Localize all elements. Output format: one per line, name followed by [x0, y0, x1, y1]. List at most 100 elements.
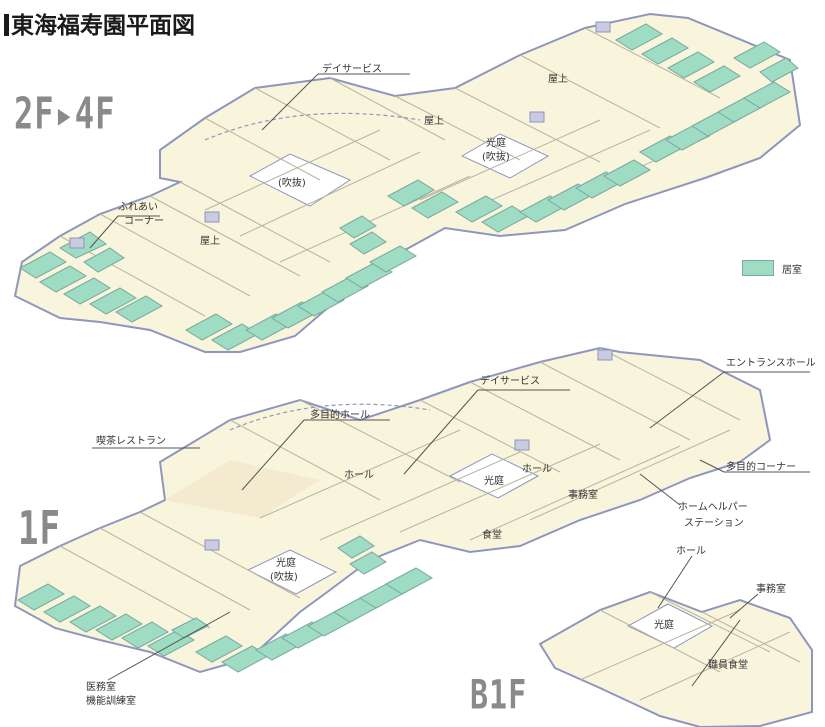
- label-upper-lightwell: 光庭: [486, 138, 506, 149]
- room: [83, 247, 125, 273]
- basement-plan: [538, 555, 813, 727]
- label-first-multi-corner: 多目的コーナー: [726, 462, 796, 473]
- leader-line: [403, 389, 479, 475]
- label-upper-day-service: デイサービス: [322, 64, 382, 75]
- room: [63, 277, 111, 305]
- floor-label-basement: B1F: [470, 672, 528, 720]
- room: [43, 595, 91, 623]
- label-basement-hall: ホール: [676, 546, 706, 557]
- leader-line: [261, 73, 319, 131]
- first-rooms: [17, 535, 433, 673]
- label-first-clinic-2: 機能訓練室: [86, 696, 136, 707]
- first-building-body: [13, 346, 772, 674]
- room: [19, 251, 67, 279]
- leader-line: [241, 419, 305, 491]
- room: [89, 287, 137, 315]
- room: [337, 535, 375, 559]
- stair-block: [204, 211, 220, 223]
- label-upper-corner-2: コーナー: [124, 216, 164, 227]
- label-upper-void: (吹抜): [278, 178, 306, 189]
- label-first-lightwell-2-sub: (吹抜): [270, 572, 298, 583]
- room: [743, 81, 791, 109]
- room: [615, 23, 663, 51]
- leader-line: [89, 215, 119, 249]
- label-first-entrance-hall: エントランスホール: [726, 358, 816, 369]
- leader-line: [107, 611, 231, 681]
- room: [195, 635, 243, 663]
- label-first-lightwell-2: 光庭: [276, 558, 296, 569]
- upper-dashed-curve: [204, 112, 421, 141]
- room: [185, 313, 233, 341]
- room: [759, 57, 799, 83]
- first-floor-plan: [13, 346, 810, 681]
- first-leader-lines: [92, 371, 810, 681]
- leader-line: [639, 473, 681, 506]
- stair-block: [514, 439, 530, 451]
- leader-line: [657, 555, 693, 609]
- room: [121, 621, 169, 649]
- label-upper-corner-1: ふれあい: [118, 202, 158, 213]
- label-first-hall-2: ホール: [522, 464, 552, 475]
- room: [39, 265, 87, 293]
- label-first-hall-1: ホール: [344, 470, 374, 481]
- basement-leader-lines: [657, 555, 759, 687]
- title-text: 東海福寿園平面図: [11, 13, 195, 39]
- room: [455, 195, 503, 223]
- stair-block: [595, 21, 611, 33]
- stair-block: [529, 111, 545, 123]
- upper-lightwell: [460, 133, 550, 179]
- room: [69, 605, 117, 633]
- room: [641, 37, 689, 65]
- basement-partitions: [579, 591, 801, 701]
- label-basement-office: 事務室: [756, 584, 786, 595]
- page-title: 東海福寿園平面図: [4, 6, 195, 40]
- label-first-clinic-1: 医務室: [86, 682, 116, 693]
- upper-void-left: [248, 153, 352, 207]
- stair-block: [69, 237, 85, 249]
- first-stairs: [204, 349, 613, 551]
- label-basement-lightwell: 光庭: [654, 620, 674, 631]
- room: [17, 583, 65, 611]
- room: [667, 51, 715, 79]
- room: [603, 159, 651, 187]
- label-first-day-service: デイサービス: [480, 376, 540, 387]
- leader-line: [699, 459, 725, 473]
- first-dashed-curve: [229, 403, 431, 431]
- upper-stairs: [69, 21, 611, 249]
- label-first-dining: 食堂: [482, 530, 502, 541]
- label-upper-rooftop-3: 屋上: [200, 236, 220, 247]
- room: [411, 191, 459, 219]
- floor-label-upper: 2F▸4F: [14, 88, 116, 140]
- room: [349, 551, 387, 575]
- first-partitions: [59, 347, 741, 629]
- upper-leader-lines: [89, 73, 410, 249]
- first-lightwell: [448, 453, 540, 499]
- basement-building-body: [538, 590, 813, 727]
- room: [171, 617, 209, 639]
- room: [115, 295, 163, 323]
- first-lightwell-void: [246, 549, 338, 595]
- legend: 居室: [742, 260, 802, 276]
- stair-block: [597, 349, 613, 361]
- room: [349, 231, 387, 255]
- upper-rooms: [19, 23, 799, 351]
- label-first-helper-2: ステーション: [684, 518, 744, 529]
- room: [733, 41, 781, 69]
- label-upper-lightwell-sub: (吹抜): [482, 152, 510, 163]
- label-basement-staff-dining: 職員食堂: [708, 660, 748, 671]
- room: [95, 613, 143, 641]
- leader-line: [691, 619, 741, 687]
- legend-room-label: 居室: [782, 264, 802, 276]
- label-first-multi-hall: 多目的ホール: [310, 410, 370, 421]
- room: [693, 65, 741, 93]
- room: [387, 179, 435, 207]
- label-first-office: 事務室: [568, 490, 598, 501]
- room: [385, 567, 433, 595]
- leader-line: [729, 593, 759, 619]
- label-first-restaurant: 喫茶レストラン: [96, 436, 166, 447]
- legend-room-swatch: [742, 260, 774, 276]
- label-first-helper-1: ホームヘルパー: [678, 502, 748, 513]
- upper-floors-plan: [13, 12, 802, 353]
